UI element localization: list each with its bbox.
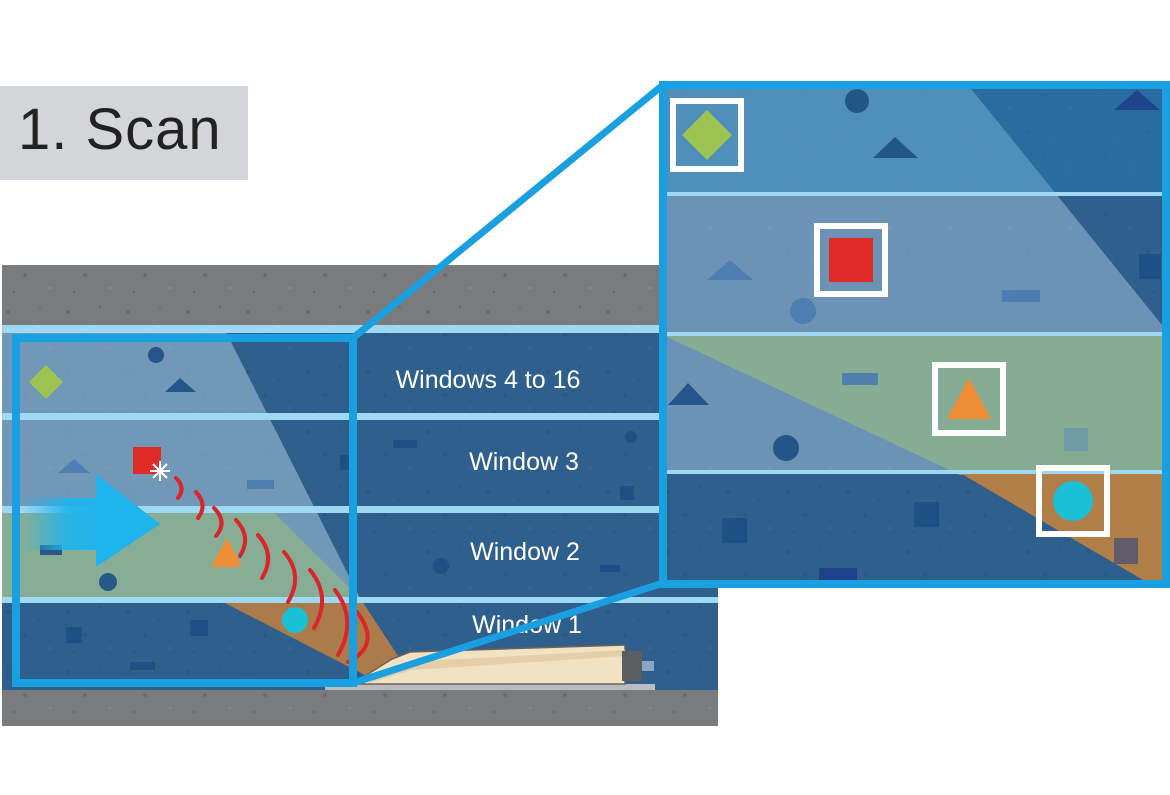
title-box [0,86,248,180]
magnified-band-1-2 [663,470,1166,474]
magnified-band-2-3 [663,332,1166,336]
magnified-view [659,81,1170,588]
magnified-target-triangle [932,362,1006,436]
zoom-connectors [350,82,666,687]
page-title: 1. Scan [18,97,222,162]
scan-direction-arrow-icon [22,474,160,567]
probe-icon [325,644,655,690]
reflection-spark-icon [150,461,170,481]
target-diamond [29,365,63,399]
specimen: Windows 4 to 16 Window 3 Window 2 Window… [2,265,718,726]
magnified-target-square [814,223,888,297]
zoom-source-frame [12,334,357,687]
magnified-beam-green [667,335,1162,475]
window-label-2: Window 2 [470,538,580,566]
inclusions [40,347,637,670]
target-circle [282,607,308,633]
magnified-target-diamond [670,98,744,172]
magnified-inclusions [668,89,1161,580]
window-label-4-16: Windows 4 to 16 [396,366,581,394]
target-square [133,447,161,474]
target-triangle [211,538,242,567]
band-1-2 [2,597,718,603]
magnified-band-3-4 [663,192,1166,196]
zoom-target-frame [659,81,1170,588]
magnified-target-circle [1036,465,1110,537]
window-label-3: Window 3 [469,448,579,476]
band-3-4 [2,413,718,420]
magnified-beam-orange [960,473,1162,580]
band-2-3 [2,506,718,513]
